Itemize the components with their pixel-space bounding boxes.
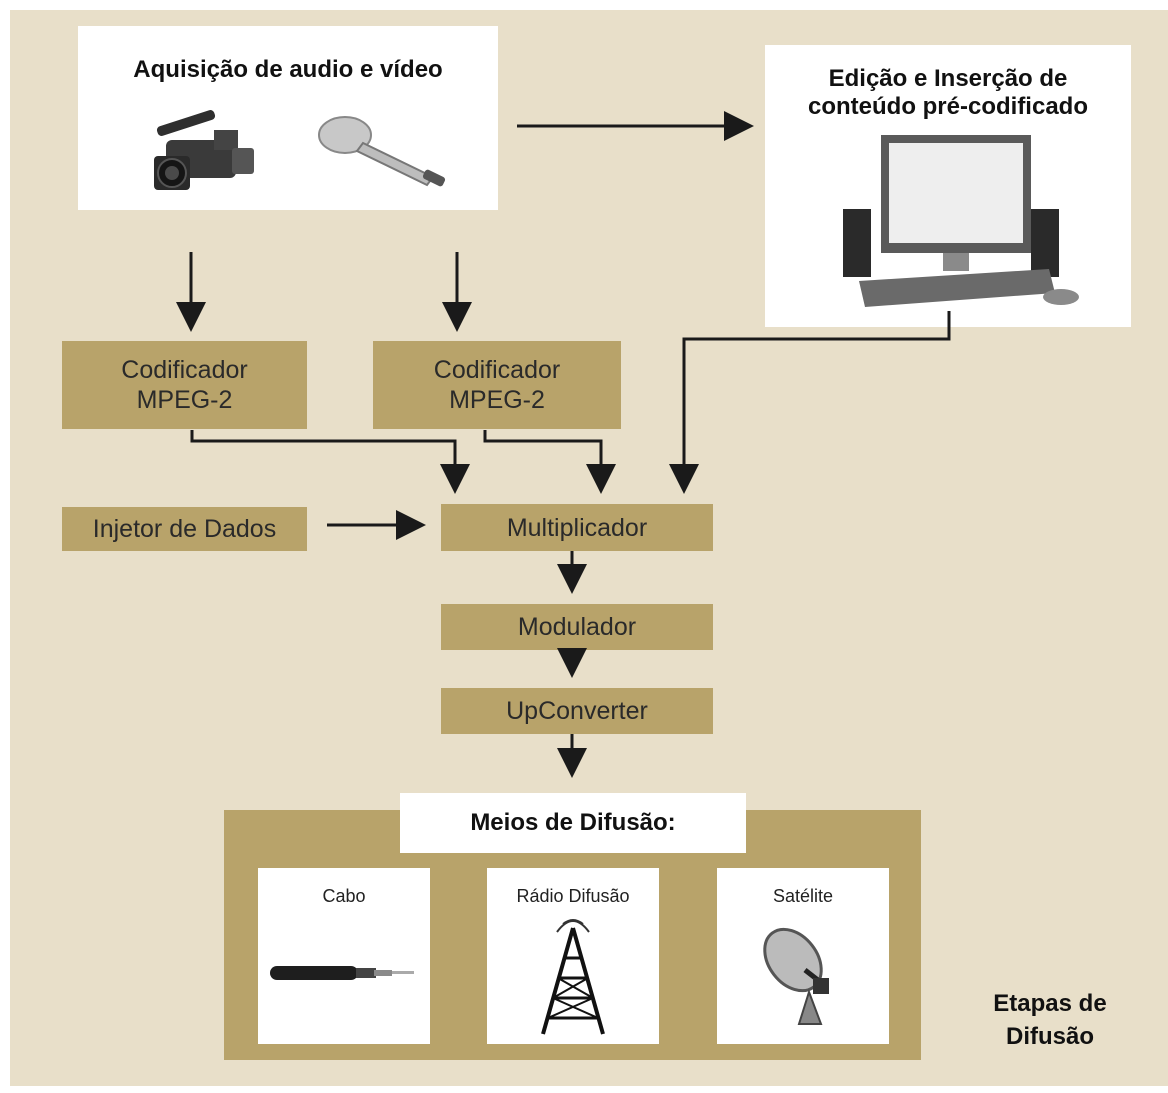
encoder-2-line1: Codificador [433, 356, 561, 384]
editing-panel: Edição e Inserção de conteúdo pré-codifi… [765, 45, 1131, 327]
editing-title-line1: Edição e Inserção de [828, 65, 1068, 92]
data-injector-box: Injetor de Dados [62, 507, 307, 551]
stage-label-line1: Etapas de [993, 990, 1107, 1017]
upconverter-label: UpConverter [506, 697, 648, 725]
broadcast-tile-satellite: Satélite [717, 868, 889, 1044]
microphone-icon [318, 116, 446, 187]
modulator-box: Modulador [441, 604, 713, 650]
broadcast-tile-cable: Cabo [258, 868, 430, 1044]
arrow-encoder1-to-mux [190, 430, 470, 494]
computer-icon [843, 135, 1079, 307]
encoder-box-1: Codificador MPEG-2 [62, 341, 307, 429]
radio-tower-icon [541, 919, 605, 1035]
broadcast-title: Meios de Difusão: [470, 809, 676, 836]
satellite-dish-icon [763, 927, 829, 1025]
multiplexer-label: Multiplicador [506, 513, 648, 542]
upconverter-box: UpConverter [441, 688, 713, 734]
broadcast-tile-radio: Rádio Difusão [487, 868, 659, 1044]
encoder-box-2: Codificador MPEG-2 [373, 341, 621, 429]
arrow-edit-to-mux [669, 311, 951, 494]
encoder-1-line1: Codificador [121, 356, 248, 384]
editing-title-line2: conteúdo pré-codificado [807, 93, 1088, 120]
video-camera-icon [154, 110, 254, 190]
acquisition-panel: Aquisição de audio e vídeo [78, 26, 498, 210]
satellite-label: Satélite [772, 886, 834, 906]
multiplexer-box: Multiplicador [441, 504, 713, 551]
stage-label-line2: Difusão [1005, 1023, 1094, 1050]
arrow-encoder2-to-mux [483, 430, 616, 494]
modulator-label: Modulador [517, 613, 637, 641]
encoder-2-line2: MPEG-2 [449, 386, 545, 414]
radio-label: Rádio Difusão [516, 886, 630, 906]
data-injector-label: Injetor de Dados [92, 515, 277, 543]
cable-icon [270, 966, 414, 980]
broadcast-title-panel: Meios de Difusão: [400, 793, 746, 853]
encoder-1-line2: MPEG-2 [136, 386, 233, 414]
cable-label: Cabo [322, 886, 366, 906]
acquisition-title: Aquisição de audio e vídeo [133, 56, 443, 83]
